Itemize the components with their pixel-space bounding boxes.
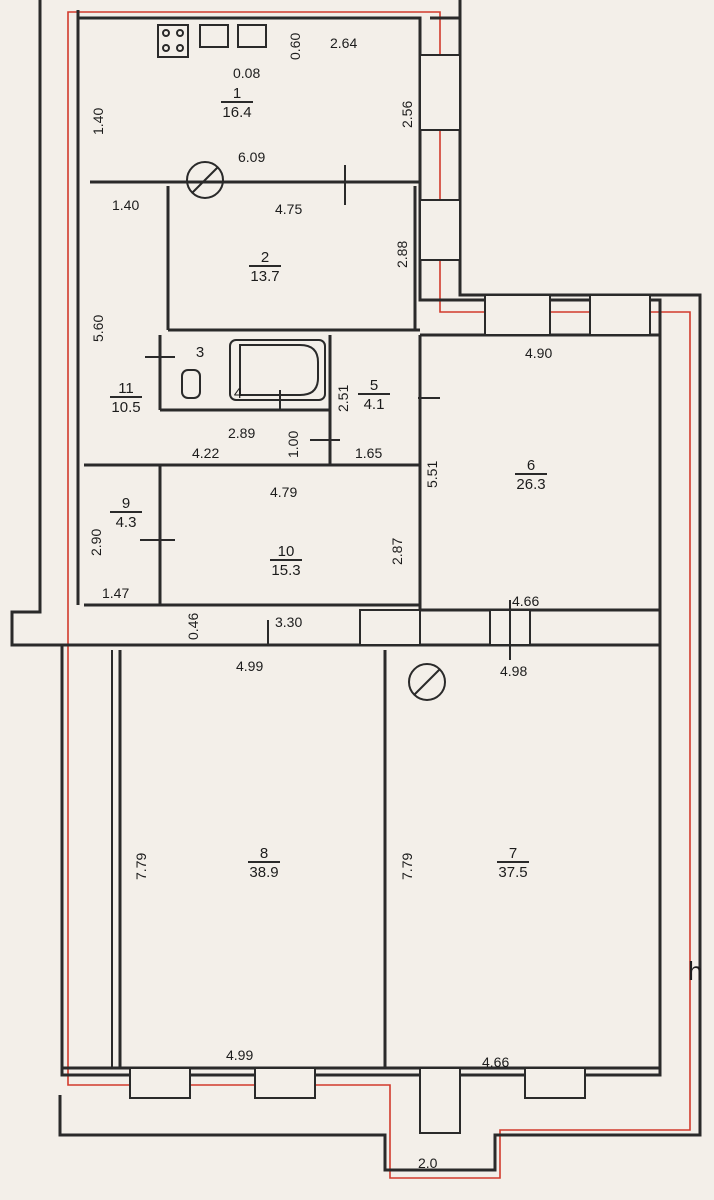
internal-walls: [12, 18, 660, 1070]
room-number: 7: [509, 845, 517, 862]
dim-label: 2.64: [330, 35, 357, 51]
room-number: 6: [527, 457, 535, 474]
dim-label: 2.0: [418, 1155, 438, 1171]
room-area: 4.3: [116, 514, 137, 531]
room-number: 10: [278, 543, 295, 560]
room-area: 16.4: [222, 104, 251, 121]
room-area: 26.3: [516, 476, 545, 493]
dim-label: 4.98: [500, 663, 527, 679]
dim-label: 4.90: [525, 345, 552, 361]
door-marks: [140, 165, 511, 660]
dim-label: 4.99: [236, 658, 263, 674]
dim-label: 4.79: [270, 484, 297, 500]
circle-slash-symbols: [186, 161, 446, 701]
room-labels: 1 16.4 2 13.7 3 4 5 4.1 6 26.3 7 37.5 8 38.9 9 4.3 10 15.…: [110, 85, 547, 881]
dim-label: 7.79: [399, 853, 415, 880]
room-number: 9: [122, 495, 130, 512]
outer-wall-north: [76, 10, 460, 20]
dim-label: 3.30: [275, 614, 302, 630]
dim-label: 2.56: [399, 101, 415, 128]
dim-label: 2.90: [88, 529, 104, 556]
dimension-labels: 2.64 0.60 0.08 1.40 2.56 6.09 1.40 4.75 …: [88, 33, 552, 1171]
dim-label: 2.88: [394, 241, 410, 268]
dim-label: 4.66: [482, 1054, 509, 1070]
dim-label: 6.09: [238, 149, 265, 165]
outer-wall-east: [58, 0, 702, 1172]
dim-label: 5.60: [90, 315, 106, 342]
room-number: 11: [118, 380, 134, 397]
room-number: 2: [261, 249, 269, 266]
margin-mark: h: [688, 956, 702, 986]
dim-label: 1.65: [355, 445, 382, 461]
dim-label: 0.08: [233, 65, 260, 81]
dim-label: 5.51: [424, 461, 440, 488]
fixtures: [157, 24, 326, 401]
dim-label: 2.89: [228, 425, 255, 441]
outer-wall: [10, 0, 662, 1077]
room-area: 4.1: [364, 396, 385, 413]
dim-label: 2.51: [335, 385, 351, 412]
dim-label: 2.87: [389, 538, 405, 565]
room-area: 38.9: [249, 864, 278, 881]
windows: [129, 54, 651, 1134]
room-number: 8: [260, 845, 268, 862]
room-number: 4: [234, 385, 242, 402]
dim-label: 1.40: [90, 108, 106, 135]
dim-label: 1.47: [102, 585, 129, 601]
dim-label: 1.40: [112, 197, 139, 213]
dim-label: 4.66: [512, 593, 539, 609]
room-area: 10.5: [111, 399, 140, 416]
dim-label: 7.79: [133, 853, 149, 880]
dim-label: 0.46: [185, 613, 201, 640]
room-number: 5: [370, 377, 378, 394]
dim-label: 1.00: [285, 431, 301, 458]
room-area: 15.3: [271, 562, 300, 579]
dim-label: 4.75: [275, 201, 302, 217]
room-number: 3: [196, 344, 204, 361]
dim-label: 4.22: [192, 445, 219, 461]
room-area: 13.7: [250, 268, 279, 285]
room-area: 37.5: [498, 864, 527, 881]
dim-label: 0.60: [287, 33, 303, 60]
dim-label: 4.99: [226, 1047, 253, 1063]
room-number: 1: [233, 85, 241, 102]
